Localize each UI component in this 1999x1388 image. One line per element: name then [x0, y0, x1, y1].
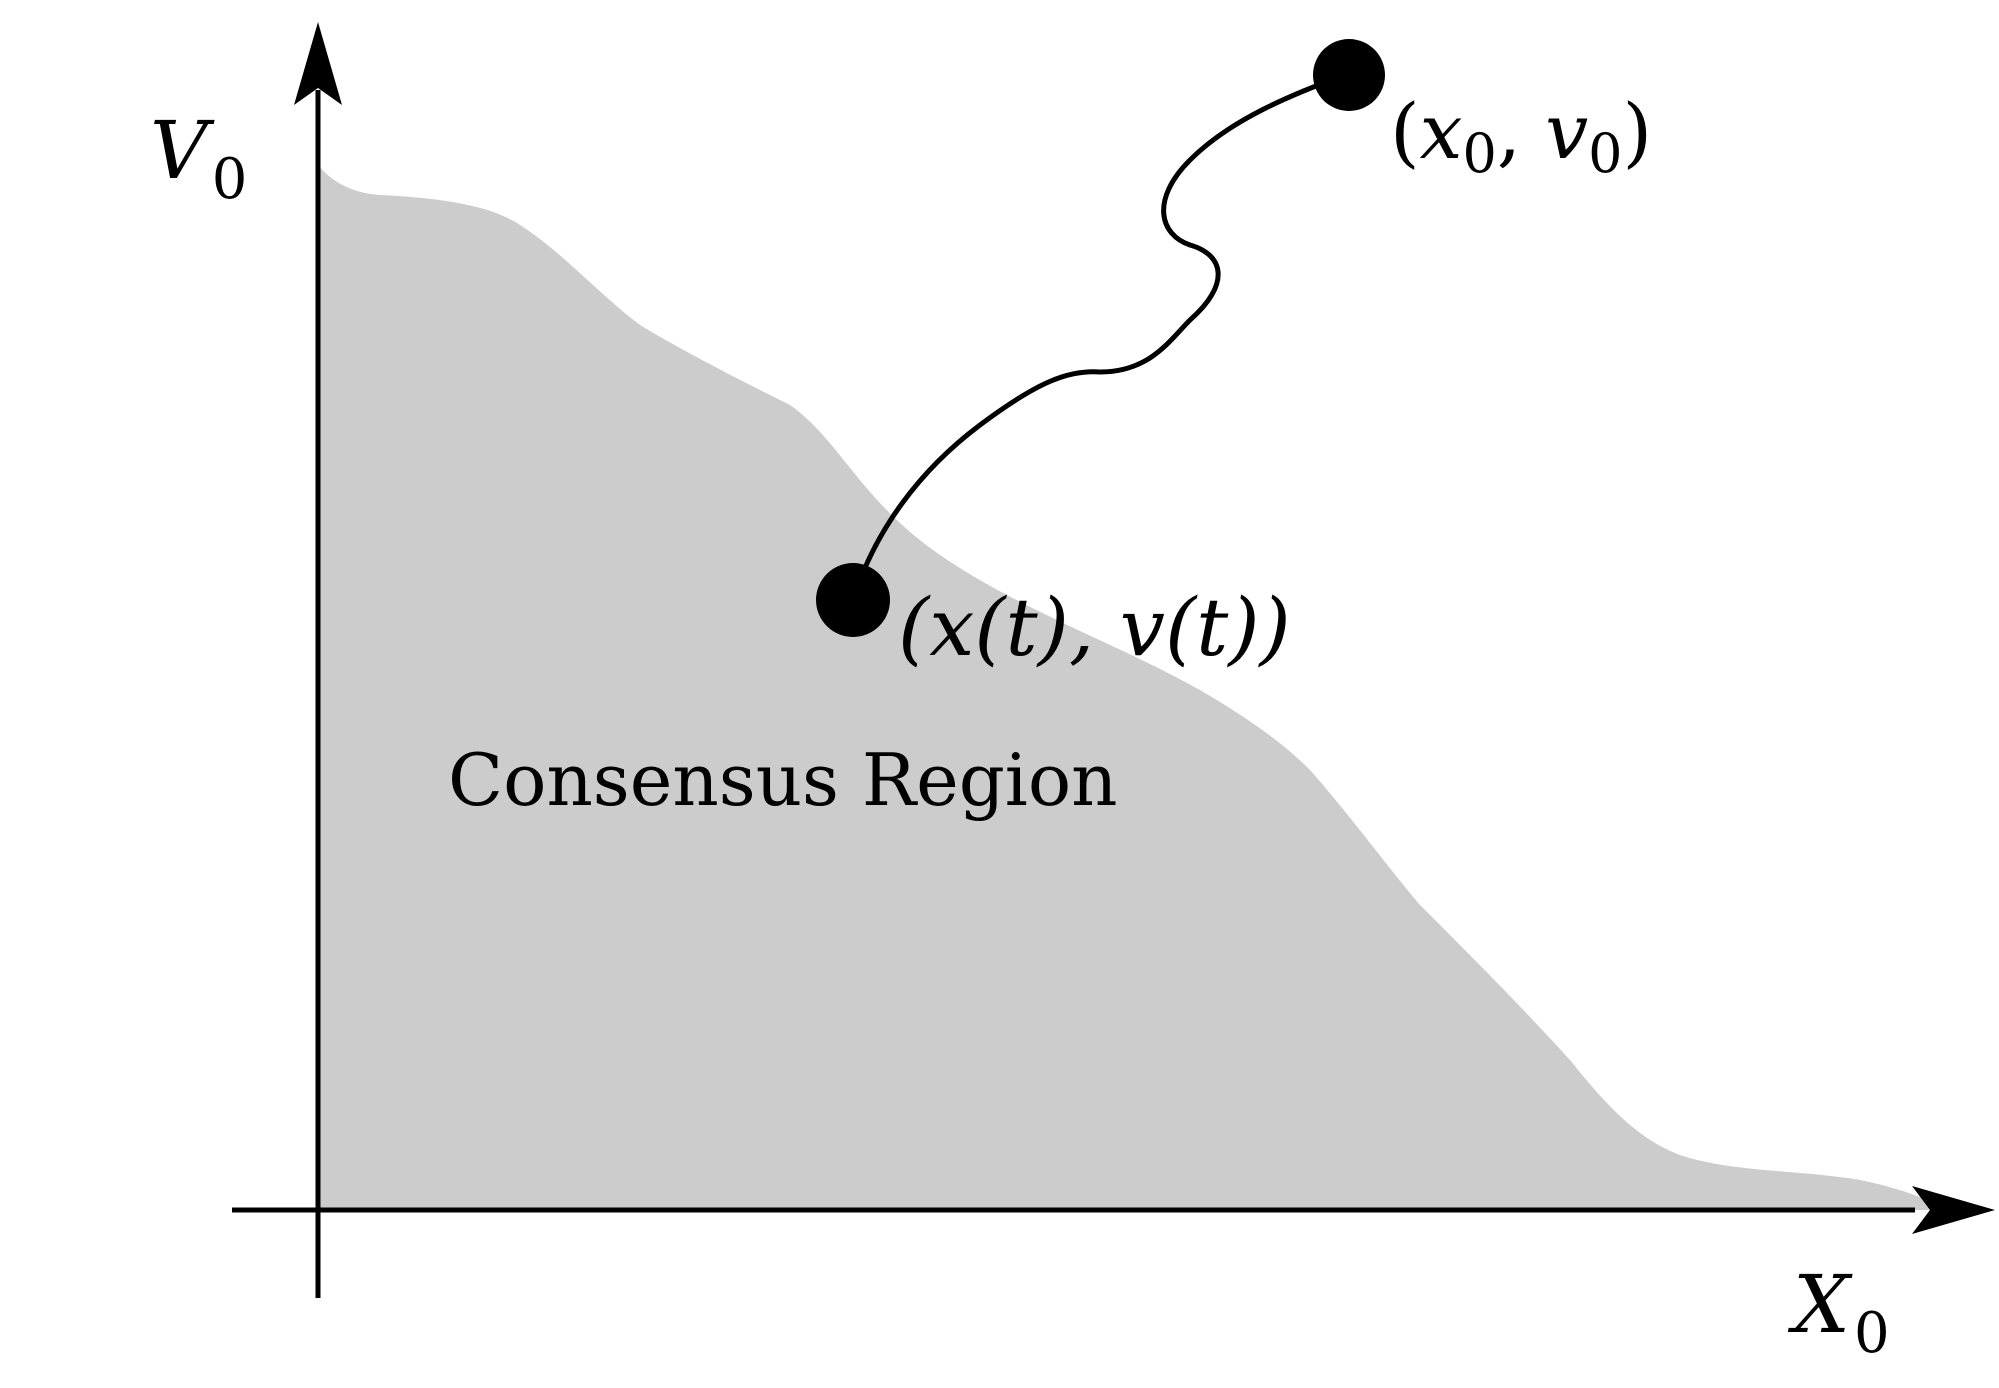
y-axis-label: V0	[150, 104, 247, 212]
current-point-marker	[816, 563, 890, 637]
x-axis-arrowhead	[1912, 1186, 1995, 1234]
current-point-label: (x(t), v(t))	[898, 581, 1291, 674]
start-point-marker	[1313, 39, 1385, 111]
consensus-region-label: Consensus Region	[448, 738, 1118, 822]
y-axis-arrowhead	[294, 22, 342, 105]
start-point-label: (x0, v0)	[1390, 87, 1652, 185]
consensus-region-area	[318, 165, 1950, 1210]
x-axis-label: X0	[1787, 1258, 1890, 1366]
trajectory-curve	[850, 72, 1348, 603]
